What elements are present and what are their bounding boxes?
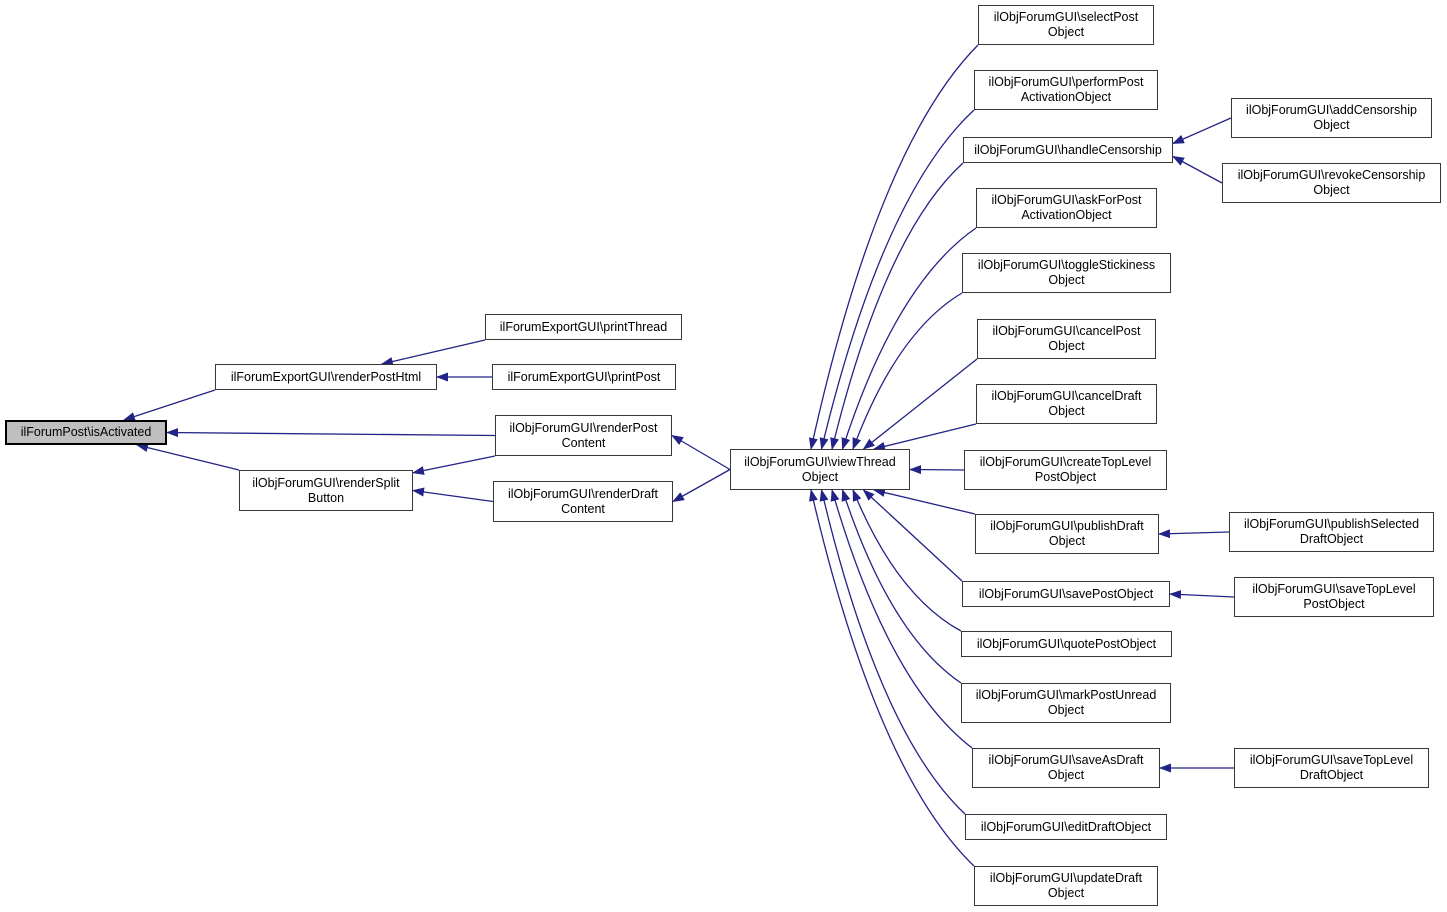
node-performpostactivationobject[interactable]: ilObjForumGUI\performPost ActivationObje… (974, 70, 1158, 110)
node-rendersplitbutton[interactable]: ilObjForumGUI\renderSplit Button (239, 470, 413, 511)
node-canceldraftobject[interactable]: ilObjForumGUI\cancelDraft Object (976, 384, 1157, 424)
node-renderdraftcontent[interactable]: ilObjForumGUI\renderDraft Content (493, 481, 673, 522)
node-togglestickinessobject[interactable]: ilObjForumGUI\toggleStickiness Object (962, 253, 1171, 293)
node-selectpostobject[interactable]: ilObjForumGUI\selectPost Object (978, 5, 1154, 45)
node-updatedraftobject[interactable]: ilObjForumGUI\updateDraft Object (974, 866, 1158, 906)
node-saveasdraftobject[interactable]: ilObjForumGUI\saveAsDraft Object (972, 748, 1160, 788)
node-cancelpostobject[interactable]: ilObjForumGUI\cancelPost Object (977, 319, 1156, 359)
node-printpost[interactable]: ilForumExportGUI\printPost (492, 364, 676, 390)
node-askforpostactivationobject[interactable]: ilObjForumGUI\askForPost ActivationObjec… (976, 188, 1157, 228)
node-createtoplevelpostobject[interactable]: ilObjForumGUI\createTopLevel PostObject (964, 450, 1167, 490)
node-markpostunreadobject[interactable]: ilObjForumGUI\markPostUnread Object (961, 683, 1171, 723)
node-renderposthtml[interactable]: ilForumExportGUI\renderPostHtml (215, 364, 437, 390)
node-editdraftobject[interactable]: ilObjForumGUI\editDraftObject (965, 814, 1167, 840)
node-printthread[interactable]: ilForumExportGUI\printThread (485, 314, 682, 340)
node-savetopleveldraftobject[interactable]: ilObjForumGUI\saveTopLevel DraftObject (1234, 748, 1429, 788)
node-savepostobject[interactable]: ilObjForumGUI\savePostObject (962, 581, 1170, 607)
node-revokecensorshipobject[interactable]: ilObjForumGUI\revokeCensorship Object (1222, 163, 1441, 203)
node-ilforumpost-isactivated: ilForumPost\isActivated (5, 420, 167, 445)
node-savetoplevelpostobject[interactable]: ilObjForumGUI\saveTopLevel PostObject (1234, 577, 1434, 617)
node-addcensorshipobject[interactable]: ilObjForumGUI\addCensorship Object (1231, 98, 1432, 138)
node-publishdraftobject[interactable]: ilObjForumGUI\publishDraft Object (975, 514, 1159, 554)
node-viewthreadobject[interactable]: ilObjForumGUI\viewThread Object (730, 449, 910, 490)
node-renderpostcontent[interactable]: ilObjForumGUI\renderPost Content (495, 415, 672, 456)
node-quotepostobject[interactable]: ilObjForumGUI\quotePostObject (961, 631, 1172, 657)
node-publishselecteddraftobject[interactable]: ilObjForumGUI\publishSelected DraftObjec… (1229, 512, 1434, 552)
node-handlecensorship[interactable]: ilObjForumGUI\handleCensorship (963, 137, 1173, 163)
